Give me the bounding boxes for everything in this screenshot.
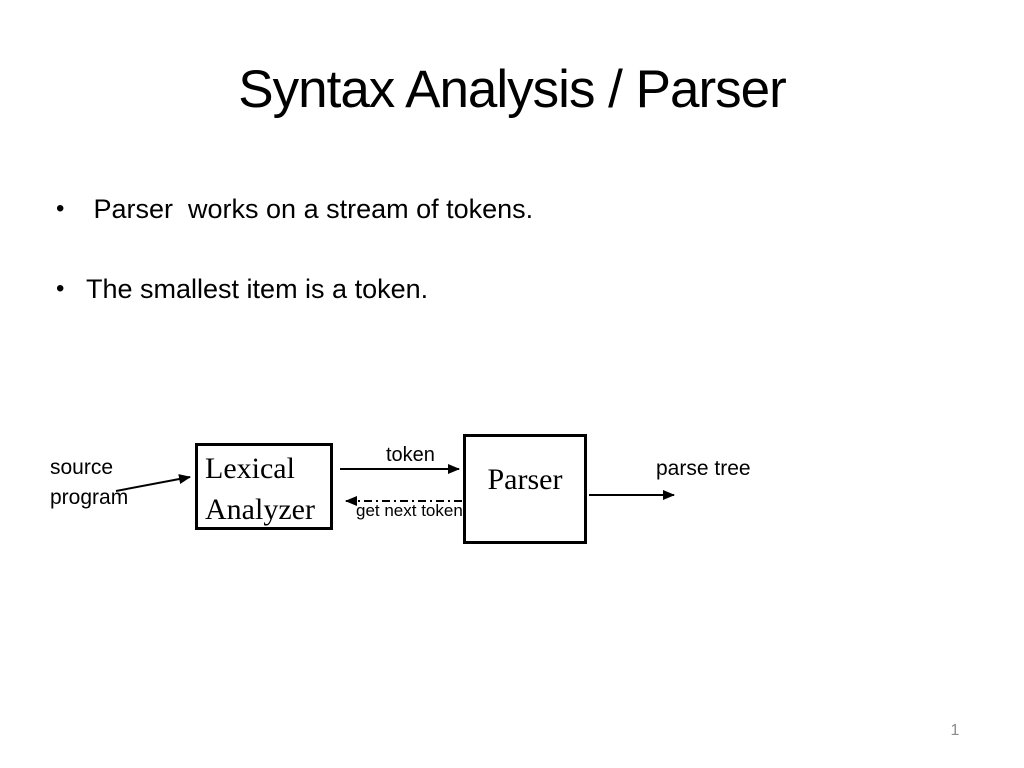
page-number: 1 bbox=[950, 722, 960, 739]
bullet-dot: • bbox=[56, 275, 65, 302]
get-next-token-label: get next token bbox=[356, 501, 463, 520]
page-title: Syntax Analysis / Parser bbox=[238, 60, 786, 119]
bullet-item: • The smallest item is a token. bbox=[56, 272, 428, 306]
parse-tree-label: parse tree bbox=[656, 457, 751, 480]
parser-box: Parser bbox=[463, 434, 587, 544]
source-program-label: source program bbox=[50, 456, 129, 509]
bullet-text: The smallest item is a token. bbox=[86, 274, 429, 304]
lexical-analyzer-box: Lexical Analyzer bbox=[195, 443, 333, 530]
bullet-text: Parser works on a stream of tokens. bbox=[86, 194, 534, 224]
bullet-dot: • bbox=[56, 195, 65, 222]
token-label: token bbox=[386, 444, 435, 466]
bullet-item: • Parser works on a stream of tokens. bbox=[56, 192, 533, 226]
